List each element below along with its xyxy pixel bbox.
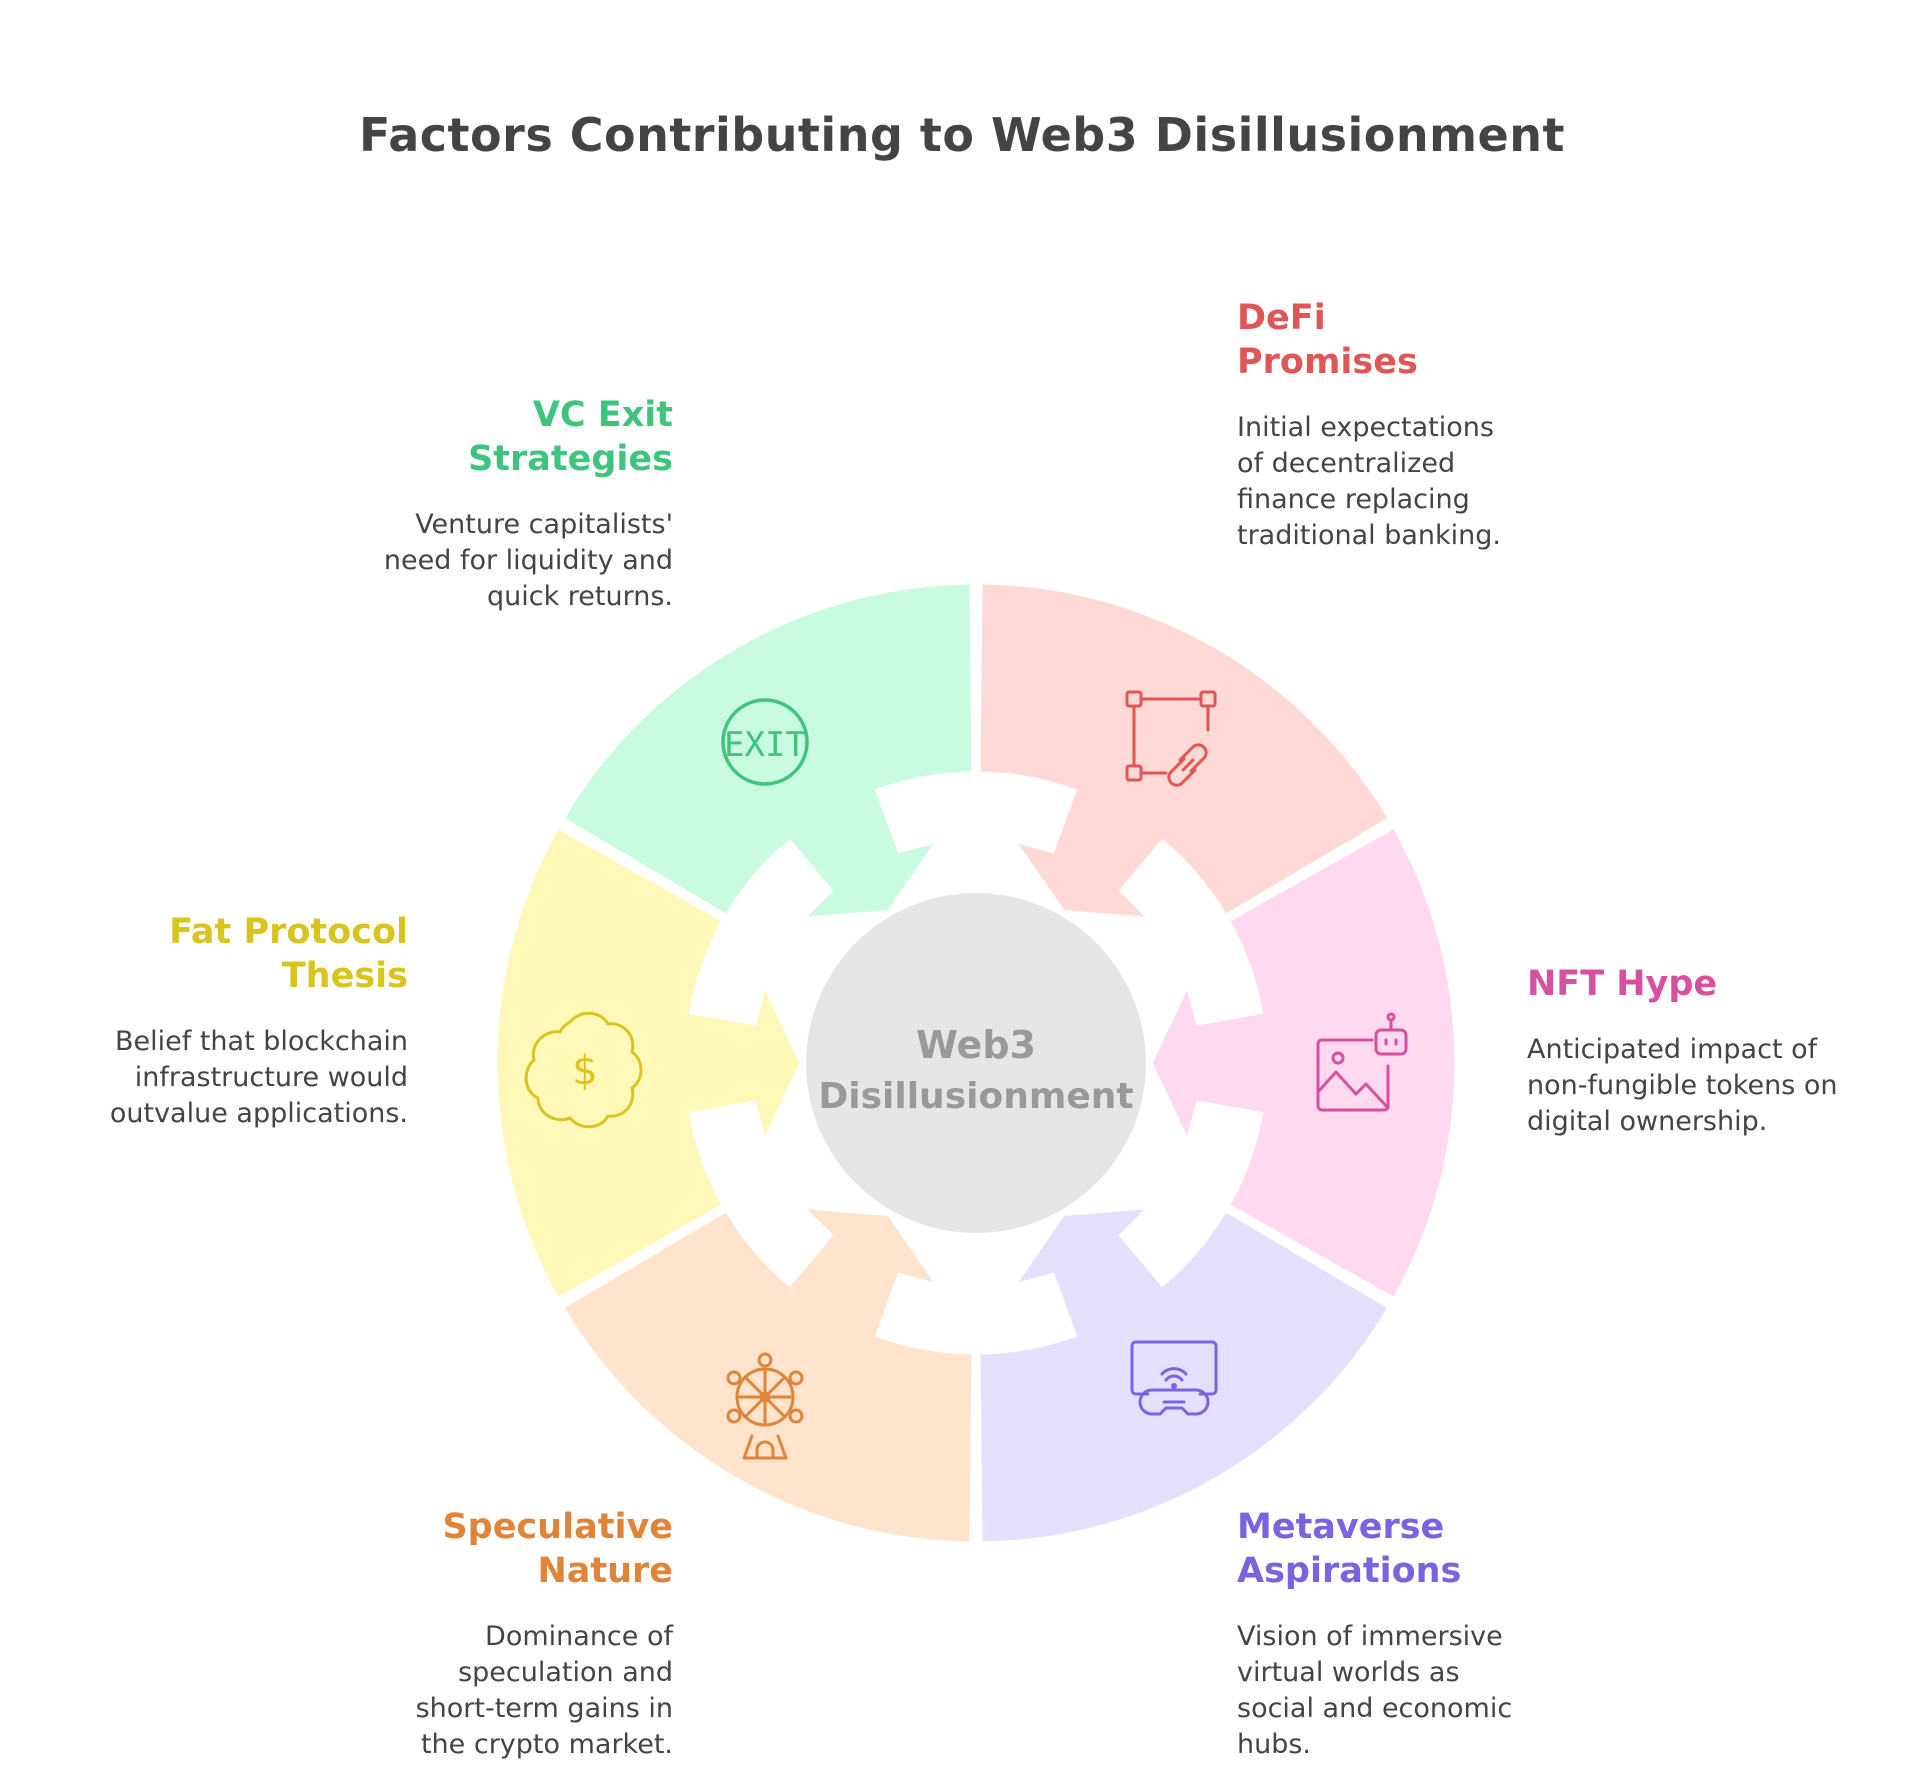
segment-spec: [560, 1205, 975, 1545]
center-node: Web3 Disillusionment: [806, 893, 1146, 1233]
factor-speculative-title: Speculative Nature: [442, 1507, 673, 1591]
factor-segments: [494, 581, 1458, 1545]
factor-metaverse: Metaverse Aspirations Vision of immersiv…: [1237, 1505, 1517, 1763]
exit-sign-icon: EXIT: [721, 698, 809, 786]
factor-fat-protocol: Fat Protocol Thesis Belief that blockcha…: [108, 910, 408, 1132]
vr-headset-icon: [1130, 1340, 1218, 1416]
segment-defi: [977, 581, 1392, 921]
segment-nft: [1149, 825, 1458, 1301]
factor-nft: NFT Hype Anticipated impact of non-fungi…: [1527, 962, 1847, 1140]
segment-meta: [977, 1205, 1392, 1545]
factor-defi-title: DeFi Promises: [1237, 298, 1418, 382]
factor-nft-title: NFT Hype: [1527, 964, 1718, 1004]
factor-speculative: Speculative Nature Dominance of speculat…: [377, 1505, 673, 1763]
image-robot-icon: [1316, 1012, 1408, 1112]
factor-fat-protocol-description: Belief that blockchain infrastructure wo…: [109, 1026, 408, 1129]
factor-defi-description: Initial expectations of decentralized fi…: [1237, 412, 1501, 551]
center-label-line1: Web3: [916, 1023, 1036, 1067]
center-label-line2: Disillusionment: [818, 1076, 1133, 1117]
factor-icons: $ EXIT: [524, 690, 1408, 1460]
page-title: Factors Contributing to Web3 Disillusion…: [359, 108, 1565, 162]
ferris-wheel-icon: [726, 1352, 804, 1460]
dollar-symbol: $: [572, 1048, 597, 1094]
segment-fat: [494, 825, 803, 1301]
segment-vc: [560, 581, 975, 921]
factor-speculative-description: Dominance of speculation and short-term …: [415, 1621, 673, 1760]
factor-defi: DeFi Promises Initial expectations of de…: [1237, 296, 1507, 554]
factor-nft-description: Anticipated impact of non-fungible token…: [1527, 1034, 1838, 1137]
factor-vc-exit-title: VC Exit Strategies: [468, 395, 673, 479]
dollar-coin-icon: $: [524, 1011, 643, 1129]
factor-vc-exit-description: Venture capitalists' need for liquidity …: [383, 509, 673, 612]
blockchain-link-icon: [1125, 690, 1217, 787]
factor-vc-exit: VC Exit Strategies Venture capitalists' …: [377, 393, 673, 615]
factor-fat-protocol-title: Fat Protocol Thesis: [169, 912, 408, 996]
exit-sign-text: EXIT: [724, 725, 806, 765]
factor-metaverse-title: Metaverse Aspirations: [1237, 1507, 1462, 1591]
factor-metaverse-description: Vision of immersive virtual worlds as so…: [1237, 1621, 1513, 1760]
